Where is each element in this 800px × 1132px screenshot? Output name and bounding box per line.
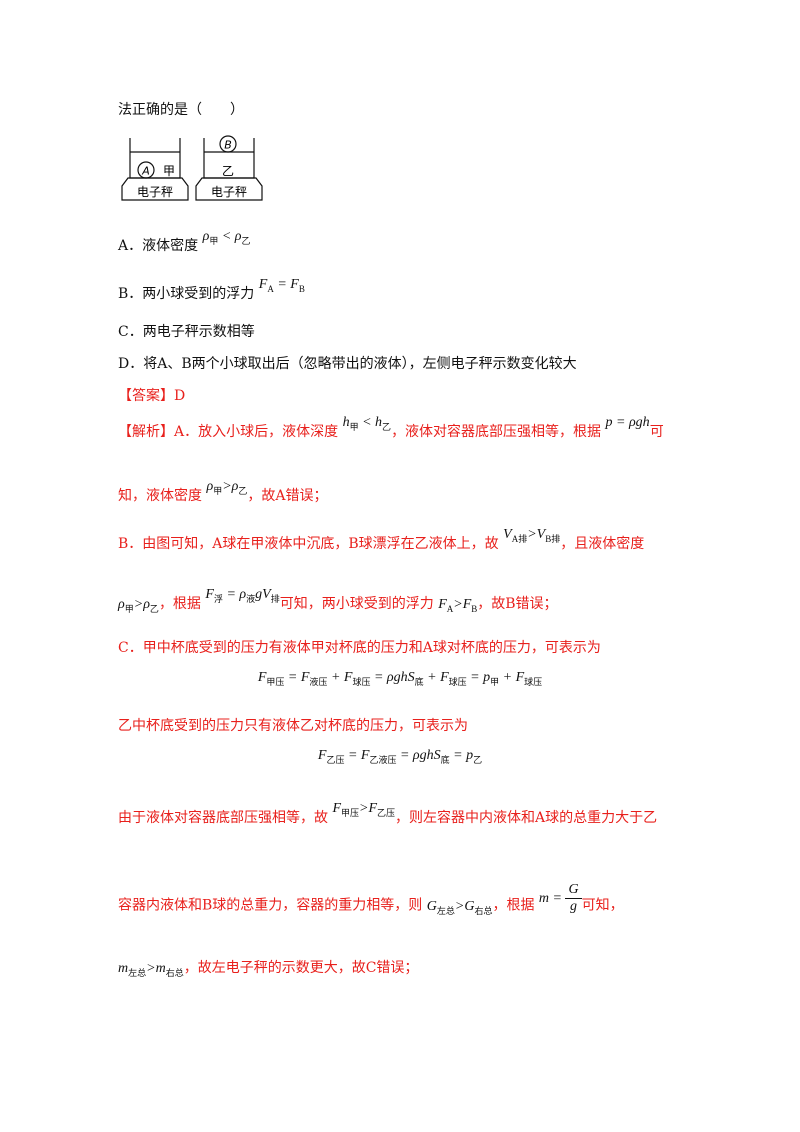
option-b: B．两小球受到的浮力 FA = FB (118, 277, 305, 302)
answer-label: 【答案】 (118, 388, 174, 404)
ball-b-label: B (224, 139, 232, 152)
option-d: D．将A、B两个小球取出后（忽略带出的液体），左侧电子秤示数变化较大 (118, 356, 577, 372)
analysis-a-line1: 【解析】A．放入小球后，液体深度 h甲 < h乙，液体对容器底部压强相等，根据 … (118, 415, 664, 440)
analysis-c-line1: C．甲中杯底受到的压力有液体甲对杯底的压力和A球对杯底的压力，可表示为 (118, 640, 601, 656)
option-a-math: ρ甲 < ρ乙 (202, 229, 251, 246)
liquid-jia-label: 甲 (163, 164, 175, 178)
option-a: A．液体密度 ρ甲 < ρ乙 (118, 229, 251, 254)
option-b-math: FA = FB (258, 277, 305, 294)
option-c: C．两电子秤示数相等 (118, 324, 255, 340)
liquid-yi-label: 乙 (222, 164, 234, 178)
analysis-c-line5: m左总>m右总，故左电子秤的示数更大，故C错误； (118, 960, 419, 978)
question-stem-tail: 法正确的是（ ） (118, 102, 244, 118)
left-scale (121, 177, 189, 201)
right-scale-label: 电子秤 (211, 185, 247, 199)
ball-a-label: A (141, 165, 150, 178)
right-scale (195, 177, 263, 201)
ball-b (219, 135, 237, 153)
analysis-a-line2: 知，液体密度 ρ甲>ρ乙，故A错误； (118, 479, 328, 504)
equation-jia: F甲压 = F液压 + F球压 = ρghS底 + F球压 = p甲 + F球压 (257, 670, 543, 687)
experiment-figure: A 甲 电子秤 B 乙 电子秤 (121, 135, 263, 201)
answer-line: 【答案】D (118, 386, 185, 406)
analysis-b-line2: ρ甲>ρ乙，根据 F浮 = ρ液gV排可知，两小球受到的浮力 FA>FB，故B错… (118, 587, 558, 614)
left-scale-label: 电子秤 (137, 185, 173, 199)
analysis-b-line1: B．由图可知，A球在甲液体中沉底，B球漂浮在乙液体上，故 VA排>VB排，且液体… (118, 527, 645, 552)
equation-yi: F乙压 = F乙液压 = ρghS底 = p乙 (317, 748, 483, 765)
analysis-c-line2: 乙中杯底受到的压力只有液体乙对杯底的压力，可表示为 (118, 718, 468, 734)
analysis-c-line3: 由于液体对容器底部压强相等，故 F甲压>F乙压，则左容器中内液体和A球的总重力大… (118, 801, 658, 826)
answer-value: D (174, 388, 186, 404)
analysis-label: 【解析】 (118, 424, 174, 440)
